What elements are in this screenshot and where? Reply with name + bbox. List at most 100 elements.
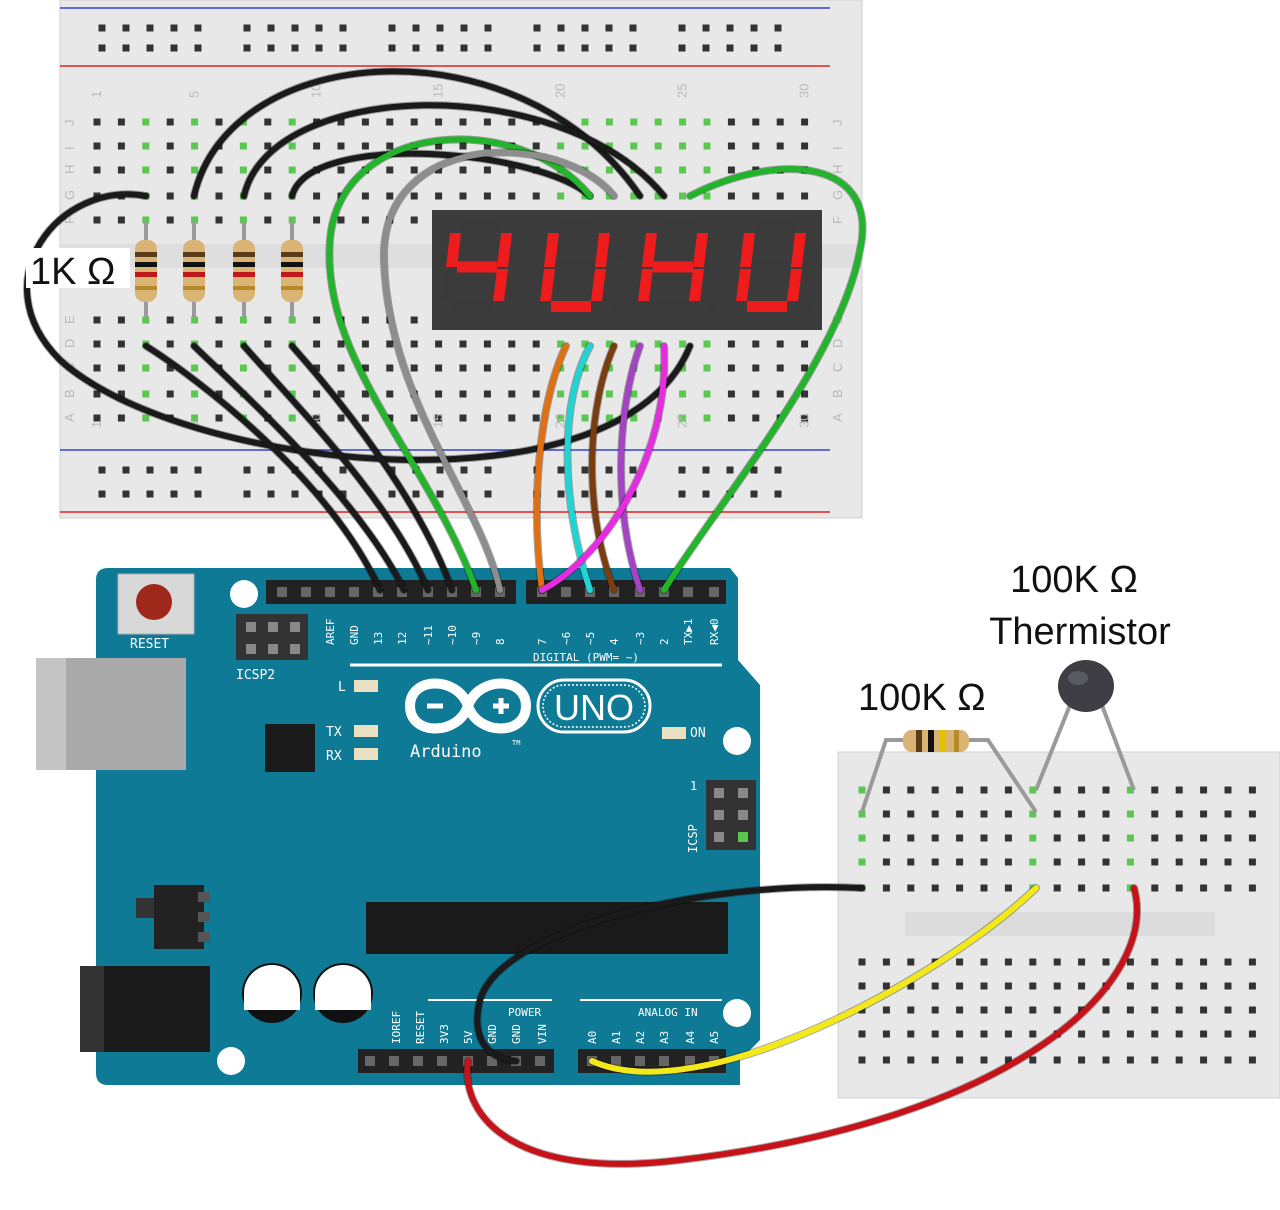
digital-pin-label: 7	[536, 638, 549, 645]
row-letter: E	[62, 315, 77, 324]
segment-b	[595, 233, 610, 267]
resistor-1k	[281, 222, 303, 318]
wire-brown	[589, 343, 617, 593]
column-number: 30	[797, 414, 812, 428]
segment-g	[555, 261, 595, 273]
digital-pin-label: ~3	[634, 632, 647, 645]
header-pin[interactable]	[365, 1056, 375, 1066]
power-header	[358, 1049, 554, 1073]
segment-f	[740, 233, 755, 267]
brand-label: Arduino	[410, 742, 482, 762]
header-pin[interactable]	[561, 587, 571, 597]
header-pin[interactable]	[437, 1056, 447, 1066]
icsp2-pin	[290, 644, 300, 654]
header-pin[interactable]	[635, 1056, 645, 1066]
wire-green	[326, 136, 593, 593]
segment-d	[649, 301, 689, 312]
segment-b	[693, 233, 708, 267]
header-pin[interactable]	[709, 587, 719, 597]
segment-g	[457, 261, 497, 273]
wire-magenta	[539, 343, 668, 593]
column-number: 1	[89, 421, 104, 428]
row-letter: H	[62, 165, 77, 174]
segment-e	[736, 269, 751, 301]
wire-yellow	[589, 885, 1039, 1075]
display-digit	[540, 222, 618, 312]
header-pin[interactable]	[659, 1056, 669, 1066]
row-letter: J	[830, 120, 845, 127]
segment-c	[787, 269, 802, 301]
header-pin[interactable]	[389, 1056, 399, 1066]
digital-pin-label: 13	[372, 632, 385, 645]
row-letter: I	[830, 146, 845, 150]
segment-a	[559, 222, 599, 233]
reset-button[interactable]	[117, 573, 195, 635]
header-pin[interactable]	[301, 587, 311, 597]
column-number: 20	[553, 414, 568, 428]
icsp2-pin	[268, 644, 278, 654]
header-pin[interactable]	[535, 1056, 545, 1066]
led-rx-label: RX	[326, 749, 342, 764]
arduino-uno-board: RESET ICSP2	[36, 568, 760, 1085]
row-letter: G	[62, 190, 77, 200]
header-pin[interactable]	[277, 587, 287, 597]
colon-dot	[616, 254, 624, 262]
digital-pin-label: 12	[396, 632, 409, 645]
digital-pin-label: ~5	[584, 632, 597, 645]
icsp-header	[706, 780, 756, 850]
icsp-pin	[738, 788, 748, 798]
row-letter: A	[830, 413, 845, 422]
display-digit	[736, 222, 814, 312]
digital-pin-label: 8	[494, 638, 507, 645]
column-number: 25	[675, 414, 690, 428]
row-letter: D	[830, 339, 845, 348]
digital-pin-label: ~9	[470, 632, 483, 645]
power-label: POWER	[508, 1006, 541, 1019]
icsp-pin	[714, 788, 724, 798]
resistor-100k	[860, 730, 1038, 814]
analog-pin-label: A1	[610, 1031, 623, 1044]
wire-gray	[380, 149, 617, 593]
row-letter: G	[830, 190, 845, 200]
wire-black	[474, 884, 865, 1064]
wire-orange	[534, 343, 569, 593]
header-pin[interactable]	[349, 587, 359, 597]
header-pin[interactable]	[685, 1056, 695, 1066]
column-number: 15	[431, 84, 446, 98]
segment-d	[747, 301, 787, 312]
power-pin-label: GND	[510, 1024, 523, 1044]
digital-pin-label: 4	[608, 638, 621, 645]
digital-pin-label: ~6	[560, 632, 573, 645]
wire-purple	[618, 343, 643, 593]
display-digit	[442, 222, 520, 312]
resistor-1k	[135, 222, 157, 318]
segment-c	[591, 269, 606, 301]
segment-b	[497, 233, 512, 267]
thermistor-label-line1: 100K Ω	[1010, 559, 1138, 601]
column-number: 1	[89, 91, 104, 98]
header-pin[interactable]	[325, 587, 335, 597]
segment-e	[540, 269, 555, 301]
led-tx-label: TX	[326, 725, 342, 740]
power-pin-label: 5V	[462, 1030, 475, 1044]
analog-pin-label: A5	[708, 1031, 721, 1044]
segment-a	[461, 222, 501, 233]
icsp-pin	[738, 832, 748, 842]
icsp-pin	[738, 810, 748, 820]
led-on	[662, 727, 686, 739]
capacitor	[313, 963, 373, 1023]
segment-d	[551, 301, 591, 312]
power-pin-label: RESET	[414, 1011, 427, 1044]
led-l	[354, 680, 378, 692]
icsp2-pin	[290, 622, 300, 632]
segment-a	[657, 222, 697, 233]
decimal-point	[512, 304, 520, 312]
thermistor-label-line2: Thermistor	[989, 611, 1171, 653]
header-pin[interactable]	[413, 1056, 423, 1066]
header-pin[interactable]	[611, 1056, 621, 1066]
header-pin[interactable]	[487, 1056, 497, 1066]
segment-c	[493, 269, 508, 301]
row-letter: F	[830, 216, 845, 224]
segment-d	[453, 301, 493, 312]
header-pin[interactable]	[683, 587, 693, 597]
